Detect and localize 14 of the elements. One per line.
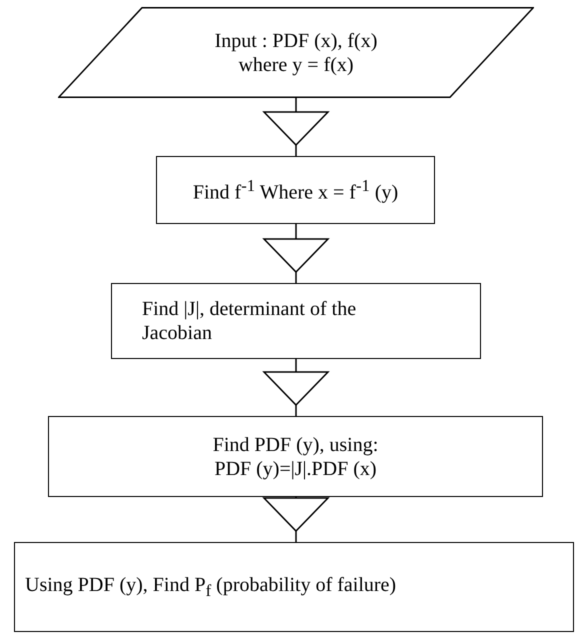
process-box	[48, 416, 543, 497]
arrow	[263, 224, 329, 283]
process-box	[111, 283, 481, 359]
step-text: Input : PDF (x), f(x) where y = f(x)	[214, 28, 378, 76]
process-box	[14, 542, 574, 632]
step-text: Find |J|, determinant of the Jacobian	[141, 297, 358, 345]
step-text: Find PDF (y), using: PDF (y)=|J|.PDF (x)	[212, 432, 380, 480]
process-box	[156, 156, 435, 224]
step-text: Find f$^{-1}$ Where x = f$^{-1}$ (y)	[192, 176, 400, 204]
arrow	[263, 497, 329, 542]
arrow	[263, 359, 329, 416]
step-text: Using PDF (y), Find P$_{f}$ (probability of failure)	[25, 573, 398, 601]
input-parallelogram	[58, 7, 534, 98]
arrow	[263, 98, 329, 156]
